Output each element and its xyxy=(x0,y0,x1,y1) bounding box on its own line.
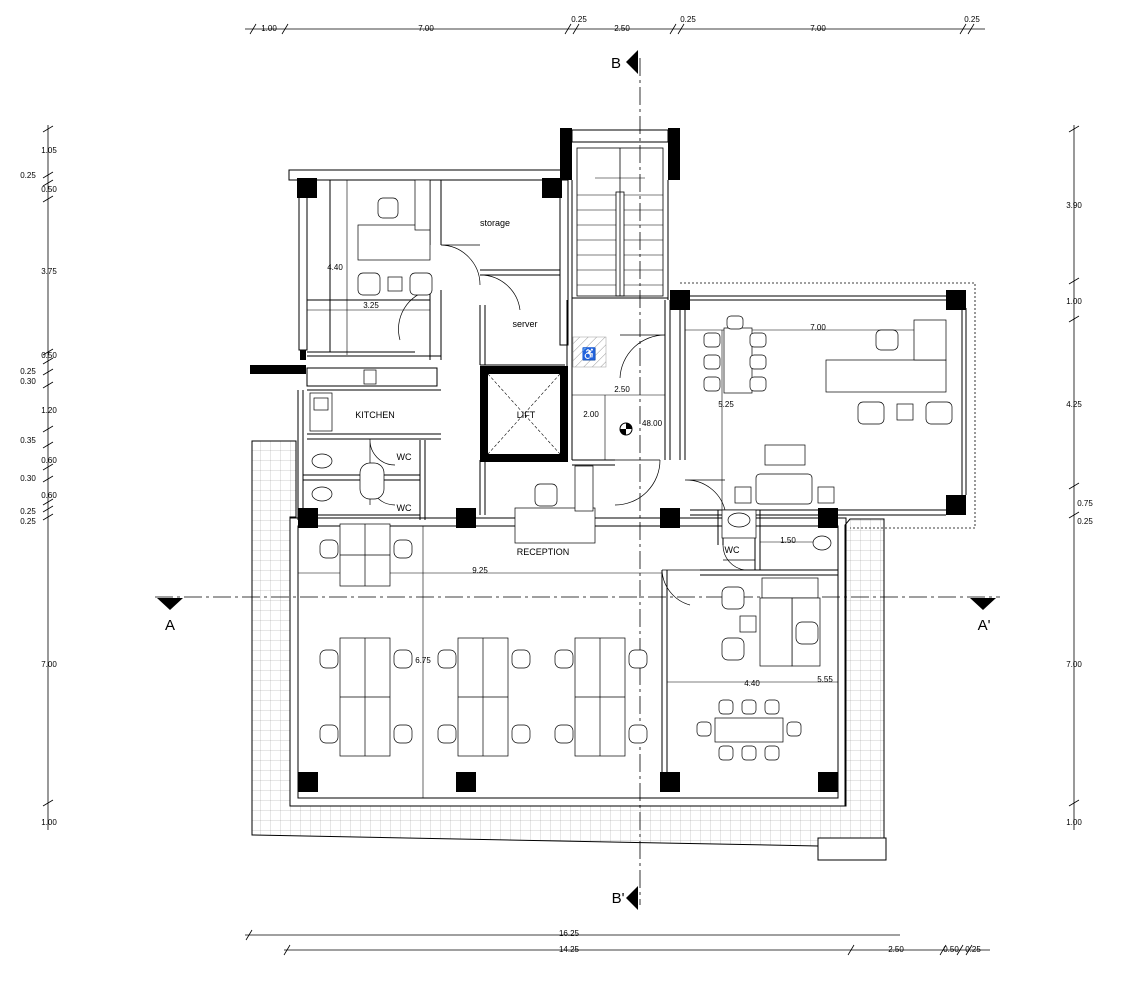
dim-left-5: 0.50 xyxy=(41,351,57,360)
dim-stair-w: 2.50 xyxy=(614,385,630,394)
dim-left-6: 0.25 xyxy=(20,367,36,376)
wc-label-3: WC xyxy=(725,545,740,555)
right-dimension-line xyxy=(1068,125,1080,830)
section-a-label-right: A' xyxy=(978,617,991,634)
dim-top-2: 7.00 xyxy=(418,24,434,33)
top-dimension-line xyxy=(245,23,985,35)
dim-top-4: 2.50 xyxy=(614,24,630,33)
lift-shaft xyxy=(480,366,568,462)
workstation-cluster-1 xyxy=(319,637,413,757)
dim-right-3: 4.25 xyxy=(1066,400,1082,409)
workstation-cluster-top xyxy=(319,523,413,587)
dim-open-h: 6.75 xyxy=(415,656,431,665)
section-a-marker-right xyxy=(970,598,996,610)
dim-left-1: 1.05 xyxy=(41,146,57,155)
section-b-marker-bottom xyxy=(626,886,638,910)
dim-bottom-3: 0.50 xyxy=(943,945,959,954)
dim-stair-h: 2.00 xyxy=(583,410,599,419)
section-a-label-left: A xyxy=(165,617,175,634)
dim-top-7: 0.25 xyxy=(964,15,980,24)
dim-bottom-4: 0.25 xyxy=(965,945,981,954)
dim-right-5: 0.25 xyxy=(1077,517,1093,526)
bottom-dimension-lines xyxy=(245,929,990,956)
workstation-clusters xyxy=(319,523,648,757)
dim-left-4: 3.75 xyxy=(41,267,57,276)
dim-top-3: 0.25 xyxy=(571,15,587,24)
dim-exec-h: 5.25 xyxy=(718,400,734,409)
interior-dimension-lines xyxy=(298,180,946,798)
dim-right-6: 7.00 xyxy=(1066,660,1082,669)
dim-left-16: 1.00 xyxy=(41,818,57,827)
dim-office-w: 3.25 xyxy=(363,301,379,310)
kitchen-label: KITCHEN xyxy=(355,410,395,420)
staircase xyxy=(576,147,664,297)
dim-left-15: 7.00 xyxy=(41,660,57,669)
dim-left-3: 0.50 xyxy=(41,185,57,194)
dim-left-8: 1.20 xyxy=(41,406,57,415)
dim-meeting-w: 4.40 xyxy=(744,679,760,688)
section-a-marker-left xyxy=(157,598,183,610)
dim-left-14: 0.25 xyxy=(20,517,36,526)
workstation-cluster-3 xyxy=(554,637,648,757)
dim-right-1: 3.90 xyxy=(1066,201,1082,210)
wheelchair-icon: ♿ xyxy=(582,347,597,361)
balcony-dashed xyxy=(680,282,976,529)
accessible-area xyxy=(572,336,607,368)
dim-left-10: 0.60 xyxy=(41,456,57,465)
workstation-cluster-2 xyxy=(437,637,531,757)
dim-meeting-h: 5.55 xyxy=(817,675,833,684)
structural-columns xyxy=(297,178,966,792)
level-value: 48.00 xyxy=(642,419,663,428)
dim-top-1: 1.00 xyxy=(261,24,277,33)
dim-left-11: 0.30 xyxy=(20,474,36,483)
section-b-marker-top xyxy=(626,50,638,74)
wc-label-1: WC xyxy=(397,452,412,462)
dim-exec-w: 7.00 xyxy=(810,323,826,332)
section-b-label-bottom: B' xyxy=(612,890,625,907)
dim-left-2: 0.25 xyxy=(20,171,36,180)
dim-wc-w: 1.50 xyxy=(780,536,796,545)
section-b-label-top: B xyxy=(611,55,621,72)
dim-bottom-total: 16.25 xyxy=(559,929,580,938)
level-marker-icon xyxy=(619,422,633,436)
dim-office-h: 4.40 xyxy=(327,263,343,272)
furniture xyxy=(309,179,953,761)
dim-bottom-2: 2.50 xyxy=(888,945,904,954)
dim-right-4: 0.75 xyxy=(1077,499,1093,508)
storage-label: storage xyxy=(480,218,510,228)
dim-top-6: 7.00 xyxy=(810,24,826,33)
dim-left-9: 0.35 xyxy=(20,436,36,445)
dim-right-7: 1.00 xyxy=(1066,818,1082,827)
left-dimension-line xyxy=(42,125,54,830)
dim-left-12: 0.60 xyxy=(41,491,57,500)
server-label: server xyxy=(512,319,537,329)
wc-label-2: WC xyxy=(397,503,412,513)
dim-left-7: 0.30 xyxy=(20,377,36,386)
lift-label: LIFT xyxy=(517,410,536,420)
reception-label: RECEPTION xyxy=(517,547,570,557)
dim-top-5: 0.25 xyxy=(680,15,696,24)
dim-left-13: 0.25 xyxy=(20,507,36,516)
dim-open-w: 9.25 xyxy=(472,566,488,575)
dim-right-2: 1.00 xyxy=(1066,297,1082,306)
dim-bottom-1: 14.25 xyxy=(559,945,580,954)
